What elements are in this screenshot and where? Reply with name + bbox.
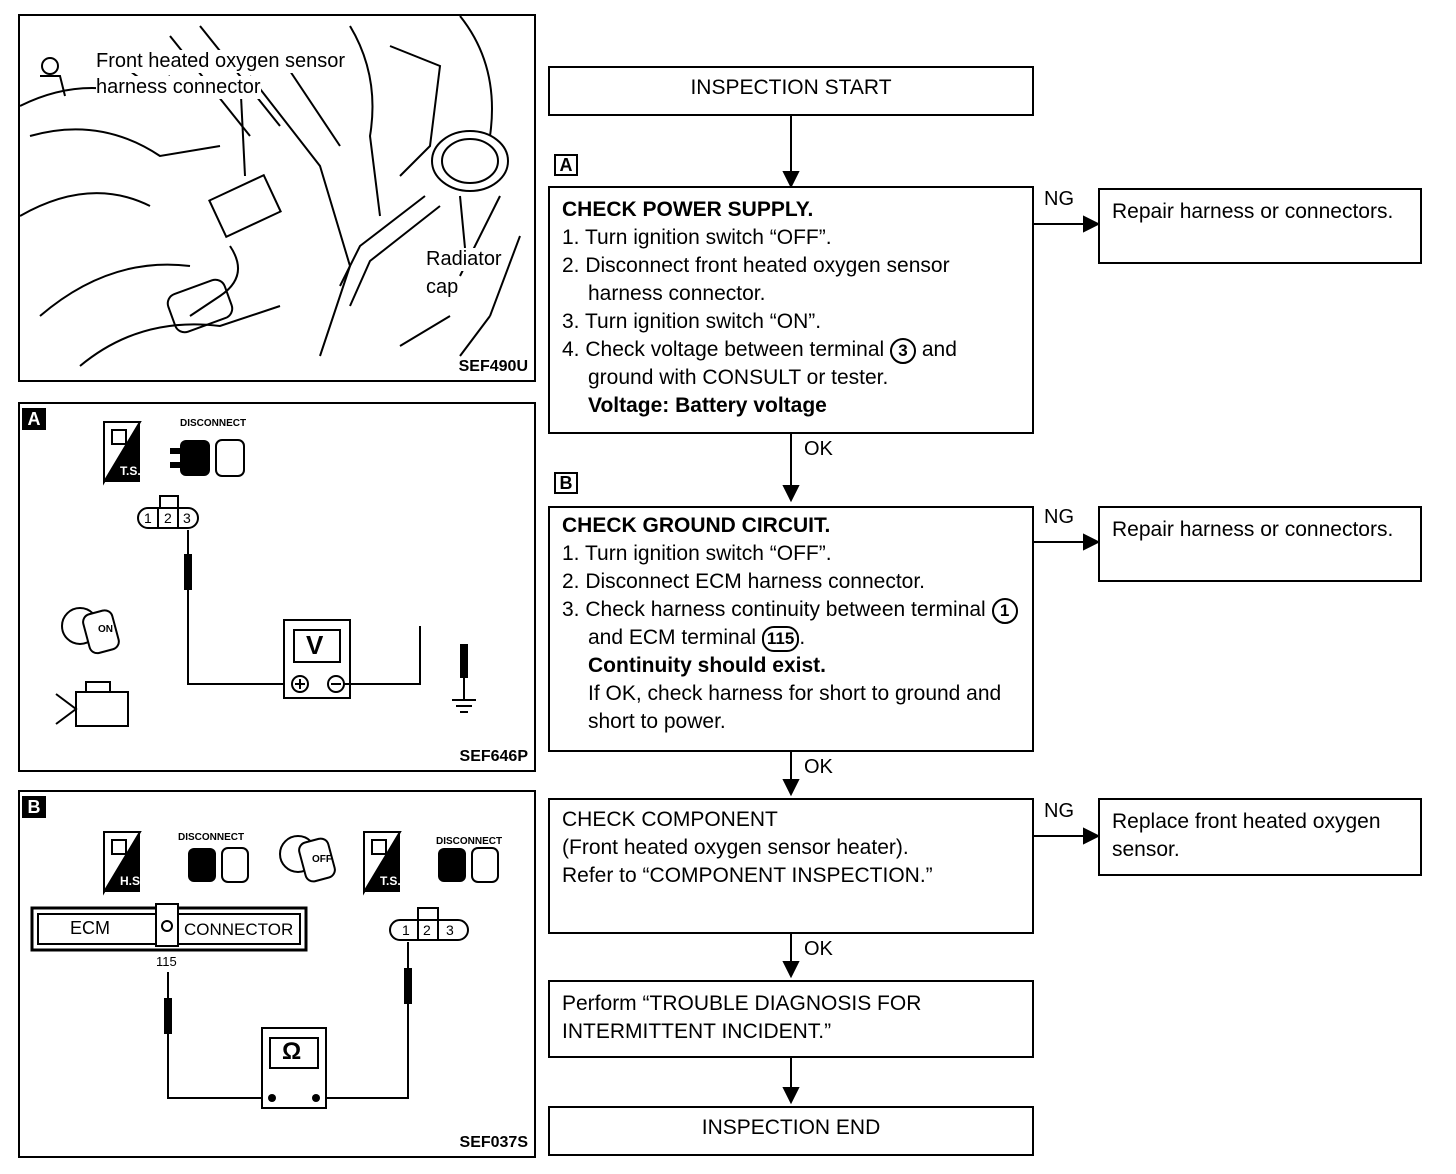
ecm-pin-label: 115 — [156, 954, 177, 969]
step-a-spec: Voltage: Battery voltage — [588, 394, 827, 417]
check-component-box: CHECK COMPONENT (Front heated oxygen sen… — [548, 798, 1034, 934]
disconnect-label: DISCONNECT — [180, 418, 247, 429]
voltmeter-symbol: V — [306, 630, 324, 660]
diagram-b-panel: B — [18, 790, 536, 1158]
step-a-title: CHECK POWER SUPPLY. — [562, 198, 814, 221]
inspection-start-box: INSPECTION START — [548, 66, 1034, 116]
step-b-item-2: 2. Disconnect ECM harness connector. — [562, 570, 926, 593]
step-b-ng-action-box: Repair harness or connectors. — [1098, 506, 1422, 582]
connector-pin-3: 3 — [183, 510, 191, 526]
radiator-callout-line1: Radiator — [426, 248, 502, 271]
terminal-1-badge: 1 — [991, 598, 1018, 624]
connector-pin-3: 3 — [446, 922, 454, 938]
step-a-item-4-post: and ground with CONSULT or tester. — [588, 338, 957, 389]
hs-icon-label: H.S. — [120, 874, 144, 888]
ecm-label: ECM — [70, 918, 110, 938]
intermittent-incident-box: Perform “TROUBLE DIAGNOSIS FOR INTERMITT… — [548, 980, 1034, 1058]
diagram-a-panel: A — [18, 402, 536, 772]
disconnect-label-2: DISCONNECT — [436, 836, 503, 847]
step-c-ng-action-box: Replace front heated oxygen sensor. — [1098, 798, 1422, 876]
ok-label-a: OK — [804, 438, 833, 460]
ng-label-c: NG — [1044, 800, 1074, 822]
disconnect-label: DISCONNECT — [178, 832, 245, 843]
step-a-item-3: 3. Turn ignition switch “ON”. — [562, 310, 822, 333]
step-b-item-3: 3. Check harness continuity between term… — [562, 596, 1020, 652]
ok-label-b: OK — [804, 756, 833, 778]
figure-code: SEF646P — [459, 748, 528, 765]
step-b-item-3-mid: and ECM terminal — [588, 626, 757, 649]
ts-icon-label: T.S. — [120, 464, 141, 478]
ignition-on-label: ON — [98, 624, 113, 635]
ng-label-a: NG — [1044, 188, 1074, 210]
engine-photo-panel: Front heated oxygen sensor harness conne… — [18, 14, 536, 382]
step-a-item-4: 4. Check voltage between terminal 3 and … — [562, 336, 1020, 392]
diagram-a-tag: A — [22, 408, 46, 430]
step-b-item-3-post: . — [799, 626, 806, 649]
figure-code: SEF490U — [458, 358, 528, 375]
figure-code: SEF037S — [459, 1134, 528, 1151]
step-b-note: If OK, check harness for short to ground… — [588, 682, 1002, 733]
step-b-title: CHECK GROUND CIRCUIT. — [562, 514, 831, 537]
inspection-end-box: INSPECTION END — [548, 1106, 1034, 1156]
connector-callout-line2: harness connector — [96, 76, 261, 99]
connector-pin-2: 2 — [164, 510, 172, 526]
step-b-item-3-pre: 3. Check harness continuity between term… — [562, 598, 986, 621]
step-a-item-2: 2. Disconnect front heated oxygen sensor… — [562, 254, 950, 305]
step-b-spec: Continuity should exist. — [588, 654, 827, 677]
terminal-115-badge: 115 — [761, 626, 800, 652]
connector-pin-1: 1 — [144, 510, 152, 526]
step-a-item-4-pre: 4. Check voltage between terminal — [562, 338, 885, 361]
ohmmeter-symbol: Ω — [282, 1038, 302, 1065]
connector-pin-2: 2 — [423, 922, 431, 938]
step-c-line-2: (Front heated oxygen sensor heater). — [562, 836, 909, 859]
ok-label-c: OK — [804, 938, 833, 960]
step-c-line-3: Refer to “COMPONENT INSPECTION.” — [562, 864, 933, 887]
ng-label-b: NG — [1044, 506, 1074, 528]
step-b-tag: B — [554, 472, 578, 494]
connector-callout-line1: Front heated oxygen sensor — [96, 50, 346, 73]
step-a-tag: A — [554, 154, 578, 176]
diagram-b-tag: B — [22, 796, 46, 818]
check-ground-circuit-box: CHECK GROUND CIRCUIT. 1. Turn ignition s… — [548, 506, 1034, 752]
step-b-item-1: 1. Turn ignition switch “OFF”. — [562, 542, 832, 565]
check-power-supply-box: CHECK POWER SUPPLY. 1. Turn ignition swi… — [548, 186, 1034, 434]
step-a-item-1: 1. Turn ignition switch “OFF”. — [562, 226, 832, 249]
ignition-off-label: OFF — [312, 854, 332, 865]
diagram-b-wiring — [30, 831, 499, 1109]
terminal-3-badge: 3 — [890, 338, 917, 364]
step-a-ng-action-box: Repair harness or connectors. — [1098, 188, 1422, 264]
ts-icon-label: T.S. — [380, 874, 401, 888]
connector-pin-1: 1 — [402, 922, 410, 938]
step-c-line-1: CHECK COMPONENT — [562, 808, 778, 831]
diagram-a-wiring — [55, 421, 476, 727]
radiator-callout-line2: cap — [426, 276, 459, 299]
connector-label: CONNECTOR — [184, 920, 294, 939]
